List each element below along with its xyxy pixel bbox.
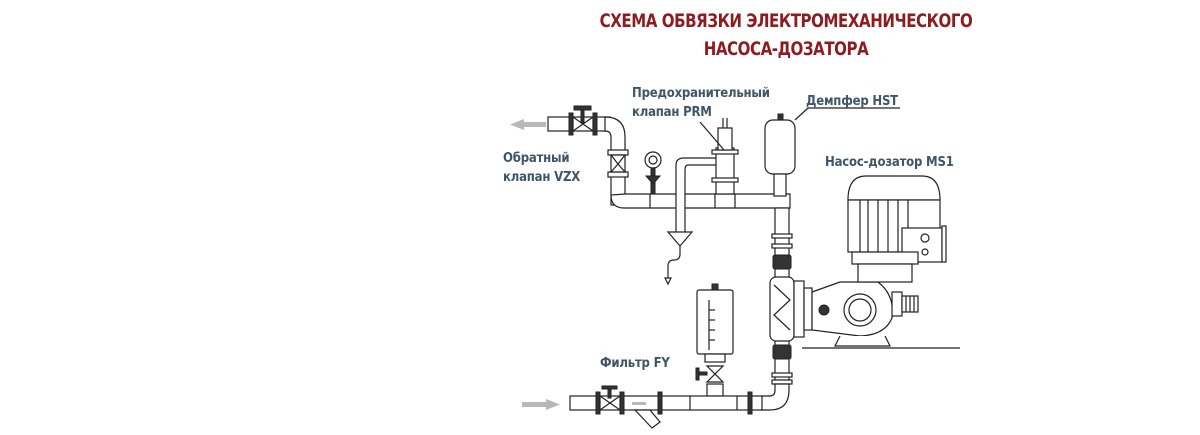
label-vzx-line1: Обратный bbox=[503, 151, 570, 166]
vertical-pipe bbox=[759, 207, 793, 411]
electric-motor bbox=[847, 175, 947, 283]
label-vzx-line2: клапан VZX bbox=[503, 170, 581, 185]
diagram-title-line1: СХЕМА ОБВЯЗКИ ЭЛЕКТРОМЕХАНИЧЕСКОГО bbox=[599, 10, 973, 32]
calibration-column bbox=[695, 283, 734, 397]
label-prm-line1: Предохранительный bbox=[632, 86, 770, 101]
check-valve-vzx bbox=[607, 149, 629, 178]
label-damper-hst: Демпфер HST bbox=[806, 94, 898, 109]
outlet-flow-arrow bbox=[510, 119, 546, 130]
label-prm-line2: клапан PRM bbox=[632, 105, 712, 120]
pump-head bbox=[769, 276, 813, 342]
label-filter-fy: Фильтр FY bbox=[600, 356, 670, 371]
pump-gearbox bbox=[802, 281, 960, 349]
discharge-manifold bbox=[610, 193, 791, 209]
diagram-title-line2: НАСОСА-ДОЗАТОРА bbox=[703, 38, 869, 60]
suction-pipe bbox=[569, 385, 763, 429]
label-pump-ms1: Насос-дозатор MS1 bbox=[825, 155, 954, 170]
drain-funnel bbox=[664, 231, 694, 286]
pressure-gauge bbox=[644, 151, 662, 195]
relief-valve-prm bbox=[675, 118, 739, 241]
inlet-flow-arrow bbox=[522, 399, 560, 410]
pulsation-damper-hst bbox=[764, 107, 900, 197]
